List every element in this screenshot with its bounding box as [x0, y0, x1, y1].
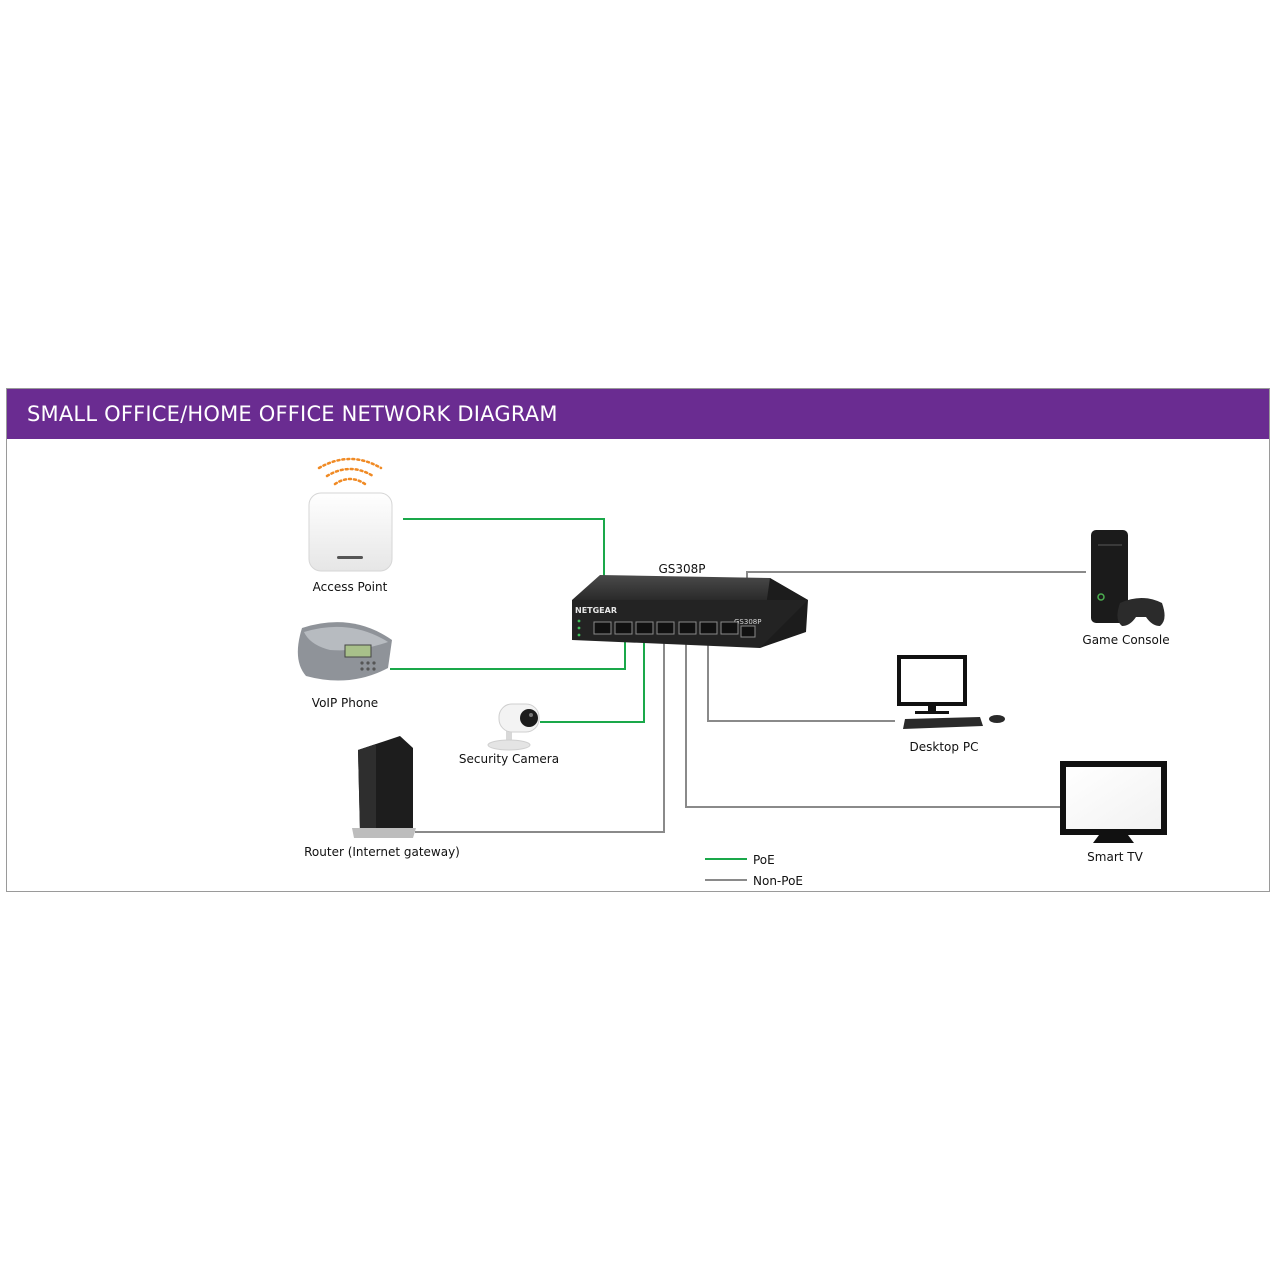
banner: SMALL OFFICE/HOME OFFICE NETWORK DIAGRAM: [7, 389, 1269, 439]
switch-led-3: [577, 633, 581, 637]
access-point-label: Access Point: [313, 580, 388, 594]
console-power-ring: [1097, 593, 1105, 601]
switch-port-7: [720, 621, 739, 635]
access-point: Access Point: [308, 457, 393, 594]
switch-port-6: [699, 621, 718, 635]
monitor-stand: [928, 706, 936, 712]
switch-badge: GS308P: [734, 618, 761, 626]
router-label: Router (Internet gateway): [304, 845, 460, 859]
legend-non-poe-label: Non-PoE: [753, 874, 803, 888]
conference-phone-keypad: [360, 661, 376, 671]
phone-key-2: [366, 661, 370, 665]
mouse-icon: [989, 715, 1005, 723]
phone-key-6: [372, 667, 376, 671]
smart-tv: Smart TV: [1060, 761, 1167, 864]
conference-phone-top: [304, 626, 388, 651]
voip-phone-label: VoIP Phone: [312, 696, 378, 710]
camera-lens-glint: [529, 713, 533, 717]
diagram-frame: SMALL OFFICE/HOME OFFICE NETWORK DIAGRAM: [6, 388, 1270, 892]
tv-stand: [1093, 835, 1134, 843]
router-side-highlight: [358, 744, 376, 832]
monitor-screen: [901, 659, 963, 702]
poe-link-security-camera: [540, 634, 645, 723]
switch-port-2: [614, 621, 633, 635]
conference-phone-display: [344, 644, 372, 658]
switch-led-1: [577, 619, 581, 623]
switch-ports: [593, 621, 756, 638]
desktop-pc-label: Desktop PC: [910, 740, 979, 754]
controller-icon: [1117, 598, 1165, 626]
phone-key-3: [372, 661, 376, 665]
game-console: Game Console: [1082, 530, 1170, 647]
switch-led-2: [577, 626, 581, 630]
wifi-wave-middle: [325, 467, 375, 478]
switch-port-4: [656, 621, 675, 635]
switch-port-1: [593, 621, 612, 635]
game-console-label: Game Console: [1082, 633, 1169, 647]
wifi-wave-inner: [333, 477, 367, 486]
switch-brand: NETGEAR: [575, 606, 617, 615]
switch-port-5: [678, 621, 697, 635]
phone-key-4: [360, 667, 364, 671]
nonpoe-link-router: [415, 634, 665, 833]
poe-link-voip-phone: [390, 634, 626, 670]
access-point-icon: [308, 492, 393, 572]
switch-model-label: GS308P: [658, 562, 705, 576]
nonpoe-link-smart-tv: [685, 634, 1060, 808]
nonpoe-link-desktop-pc: [707, 640, 895, 722]
desktop-pc: Desktop PC: [897, 655, 1005, 754]
keyboard-icon: [903, 717, 983, 729]
legend: PoE Non-PoE: [705, 853, 803, 888]
wifi-wave-outer: [317, 457, 383, 470]
camera-lens: [520, 709, 538, 727]
tv-screen: [1066, 767, 1161, 829]
switch-port-8: [740, 625, 756, 638]
legend-poe-label: PoE: [753, 853, 775, 867]
security-camera-label: Security Camera: [459, 752, 559, 766]
switch-top: [572, 575, 808, 600]
phone-key-5: [366, 667, 370, 671]
wifi-waves-icon: [317, 457, 383, 486]
netgear-switch: GS308P NETGEAR GS308P: [572, 562, 808, 648]
switch-port-3: [635, 621, 654, 635]
smart-tv-label: Smart TV: [1087, 850, 1143, 864]
voip-phone: VoIP Phone: [297, 622, 392, 710]
camera-base: [487, 739, 531, 751]
security-camera: Security Camera: [459, 703, 559, 766]
camera-stand: [506, 728, 512, 742]
router-base: [352, 828, 416, 838]
phone-key-1: [360, 661, 364, 665]
router: Router (Internet gateway): [304, 736, 460, 859]
banner-title: SMALL OFFICE/HOME OFFICE NETWORK DIAGRAM: [27, 402, 558, 426]
monitor-foot: [915, 711, 949, 714]
switch-status-leds: [577, 619, 581, 637]
access-point-led: [337, 556, 363, 559]
